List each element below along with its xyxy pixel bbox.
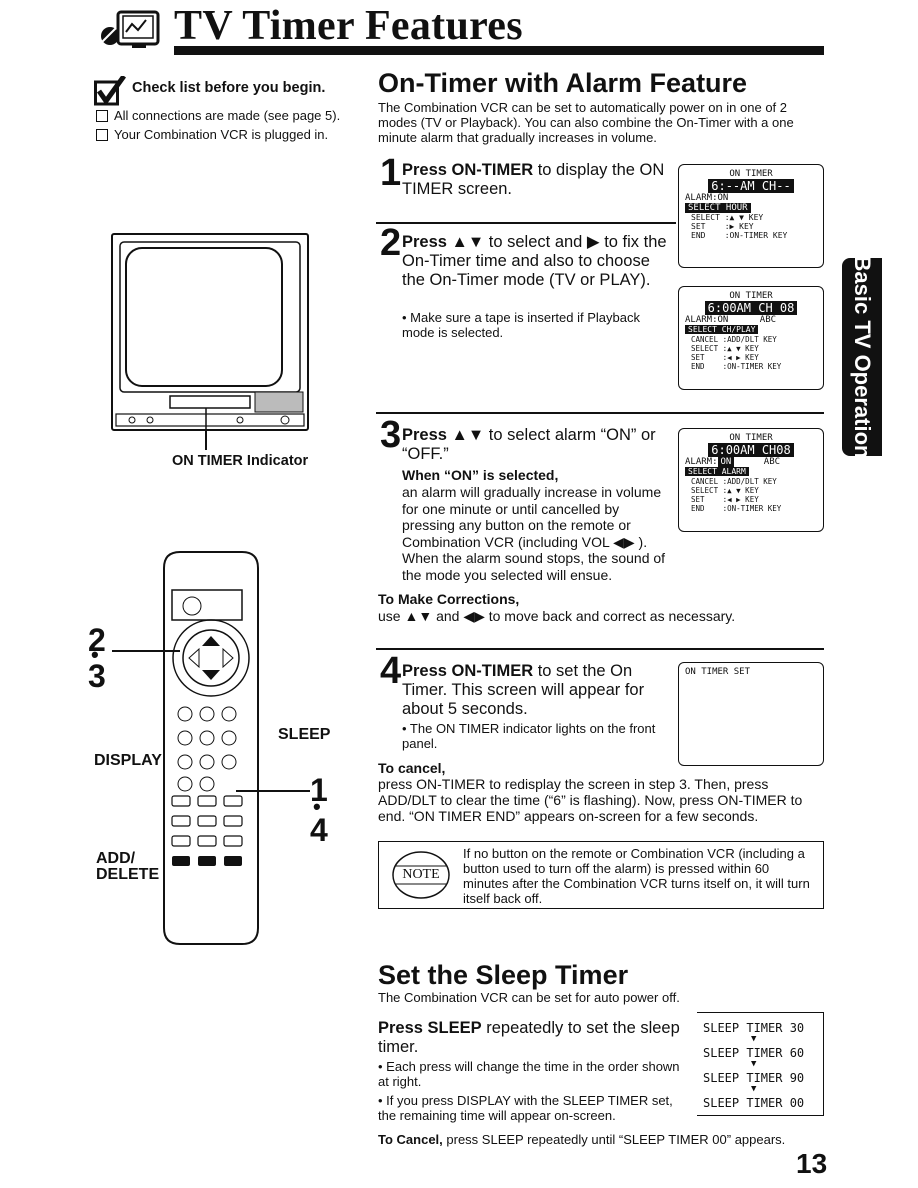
step-3-text: Press ▲▼ to select alarm “ON” or “OFF.” xyxy=(402,426,656,463)
arrow-down-icon: ▼ xyxy=(751,1059,757,1069)
add-delete-label: DELETE xyxy=(96,866,160,883)
on-timer-intro: The Combination VCR can be set to automa… xyxy=(378,100,794,145)
screen-key: END :ON-TIMER KEY xyxy=(691,362,782,371)
sleep-intro: The Combination VCR can be set for auto … xyxy=(378,990,680,1005)
step-3-sub-text: an alarm will gradually increase in volu… xyxy=(402,484,666,583)
screen-alarm: ALARM:ON xyxy=(685,193,729,203)
on-timer-indicator-label: ON TIMER Indicator xyxy=(172,453,309,469)
step-4-bullet: • The ON TIMER indicator lights on the f… xyxy=(402,721,656,751)
callout-line xyxy=(112,650,180,652)
screen-time: 6:--AM CH-- xyxy=(685,179,817,193)
note-box: NOTE If no button on the remote or Combi… xyxy=(378,841,824,909)
checkmark-icon xyxy=(94,74,127,106)
checkbox-icon xyxy=(96,129,108,141)
callout-dot: • xyxy=(91,642,99,667)
screen-key: SELECT :▲ ▼ KEY xyxy=(691,486,759,495)
sleep-cancel: To Cancel, press SLEEP repeatedly until … xyxy=(378,1132,786,1147)
on-timer-screen-2: ON TIMER 6:00AM CH 08 ALARM:ON ABC SELEC… xyxy=(678,286,824,390)
screen-select: SELECT ALARM xyxy=(685,467,817,477)
callout-step-1: 1 xyxy=(310,772,328,808)
screen-key: CANCEL :ADD/DLT KEY xyxy=(691,477,777,486)
step-2-number: 2 xyxy=(380,222,402,264)
checklist-heading: Check list before you begin. xyxy=(132,80,326,96)
checklist-item: All connections are made (see page 5). xyxy=(96,108,340,123)
screen-title: ON TIMER xyxy=(729,433,773,443)
screen-time: 6:00AM CH08 xyxy=(685,443,817,457)
display-label: DISPLAY xyxy=(94,752,162,769)
screen-key: SET :◀ ▶ KEY xyxy=(691,353,759,362)
arrow-down-icon: ▼ xyxy=(751,1034,757,1044)
arrow-down-icon: ▼ xyxy=(751,1084,757,1094)
checklist-item-text: Your Combination VCR is plugged in. xyxy=(114,127,329,142)
screen-title: ON TIMER SET xyxy=(685,667,751,677)
sleep-label: SLEEP xyxy=(278,726,331,743)
step-4-number: 4 xyxy=(380,650,402,692)
tv-illustration xyxy=(110,232,310,432)
cancel-text: press ON-TIMER to redisplay the screen i… xyxy=(378,776,803,824)
step-3-number: 3 xyxy=(380,414,402,456)
note-text: If no button on the remote or Combinatio… xyxy=(463,846,810,906)
corrections-heading: To Make Corrections, xyxy=(378,591,520,607)
divider xyxy=(376,412,824,414)
title-underline xyxy=(174,46,824,55)
step-1-text: Press ON-TIMER to display the ON TIMER s… xyxy=(402,161,665,198)
corrections-text: use ▲▼ and ◀▶ to move back and correct a… xyxy=(378,608,736,624)
sleep-instruction: Press SLEEP repeatedly to set the sleep … xyxy=(378,1019,680,1056)
screen-key: SET :▶ KEY xyxy=(691,222,754,231)
remote-illustration xyxy=(158,548,264,948)
page-title: TV Timer Features xyxy=(174,3,523,49)
callout-step-4: 4 xyxy=(310,812,328,848)
sleep-option: SLEEP TIMER 60 xyxy=(703,1046,805,1060)
sleep-bullet-1: • Each press will change the time in the… xyxy=(378,1059,680,1089)
on-timer-screen-3: ON TIMER 6:00AM CH08 ALARM:ON ABC SELECT… xyxy=(678,428,824,532)
checkbox-icon xyxy=(96,110,108,122)
divider xyxy=(376,222,676,224)
sleep-option: SLEEP TIMER 30 xyxy=(703,1021,805,1035)
sleep-option: SLEEP TIMER 00 xyxy=(703,1096,805,1110)
screen-title: ON TIMER xyxy=(729,291,773,301)
sleep-bullet-2: • If you press DISPLAY with the SLEEP TI… xyxy=(378,1093,673,1123)
checklist-item: Your Combination VCR is plugged in. xyxy=(96,127,328,142)
screen-title: ON TIMER xyxy=(729,169,773,179)
step-3-sub-heading: When “ON” is selected, xyxy=(402,467,559,483)
screen-key: CANCEL :ADD/DLT KEY xyxy=(691,335,777,344)
indicator-pointer xyxy=(205,430,207,450)
callout-step-3: 3 xyxy=(88,658,106,694)
screen-key: SET :◀ ▶ KEY xyxy=(691,495,759,504)
timer-tv-icon xyxy=(96,6,164,50)
checklist-item-text: All connections are made (see page 5). xyxy=(114,108,341,123)
screen-time: 6:00AM CH 08 xyxy=(685,301,817,315)
section-side-tab: Basic TV Operation xyxy=(842,255,882,459)
on-timer-screen-1: ON TIMER 6:--AM CH-- ALARM:ON SELECT HOU… xyxy=(678,164,824,268)
sleep-sequence: SLEEP TIMER 30 ▼ SLEEP TIMER 60 ▼ SLEEP … xyxy=(697,1012,824,1116)
screen-key: SELECT :▲ ▼ KEY xyxy=(691,344,759,353)
screen-select: SELECT CH/PLAY xyxy=(685,325,817,335)
cancel-heading: To cancel, xyxy=(378,760,446,776)
callout-line xyxy=(236,790,310,792)
callout-step-2: 2 xyxy=(88,622,106,658)
screen-alarm: ALARM:ON ABC xyxy=(685,315,777,325)
callout-dot: • xyxy=(313,794,321,819)
divider xyxy=(376,648,824,650)
screen-key: SELECT :▲ ▼ KEY xyxy=(691,213,764,222)
add-delete-label: ADD/ xyxy=(96,850,136,867)
step-2-text: Press ▲▼ to select and ▶ to fix the On-T… xyxy=(402,233,667,289)
sleep-heading: Set the Sleep Timer xyxy=(378,960,629,990)
on-timer-heading: On-Timer with Alarm Feature xyxy=(378,68,748,98)
screen-key: END :ON-TIMER KEY xyxy=(691,231,788,240)
on-timer-screen-4: ON TIMER SET xyxy=(678,662,824,766)
note-badge-text: NOTE xyxy=(402,867,440,882)
screen-key: END :ON-TIMER KEY xyxy=(691,504,782,513)
screen-alarm: ALARM:ON ABC xyxy=(685,457,781,467)
note-badge: NOTE xyxy=(391,850,451,900)
sleep-option: SLEEP TIMER 90 xyxy=(703,1071,805,1085)
step-2-bullet: • Make sure a tape is inserted if Playba… xyxy=(402,310,640,340)
step-4-text: Press ON-TIMER to set the On Timer. This… xyxy=(402,662,645,718)
side-tab-label: Basic TV Operation xyxy=(850,255,875,459)
step-1-number: 1 xyxy=(380,152,402,194)
page-number: 13 xyxy=(796,1148,828,1179)
screen-select: SELECT HOUR xyxy=(685,203,817,213)
